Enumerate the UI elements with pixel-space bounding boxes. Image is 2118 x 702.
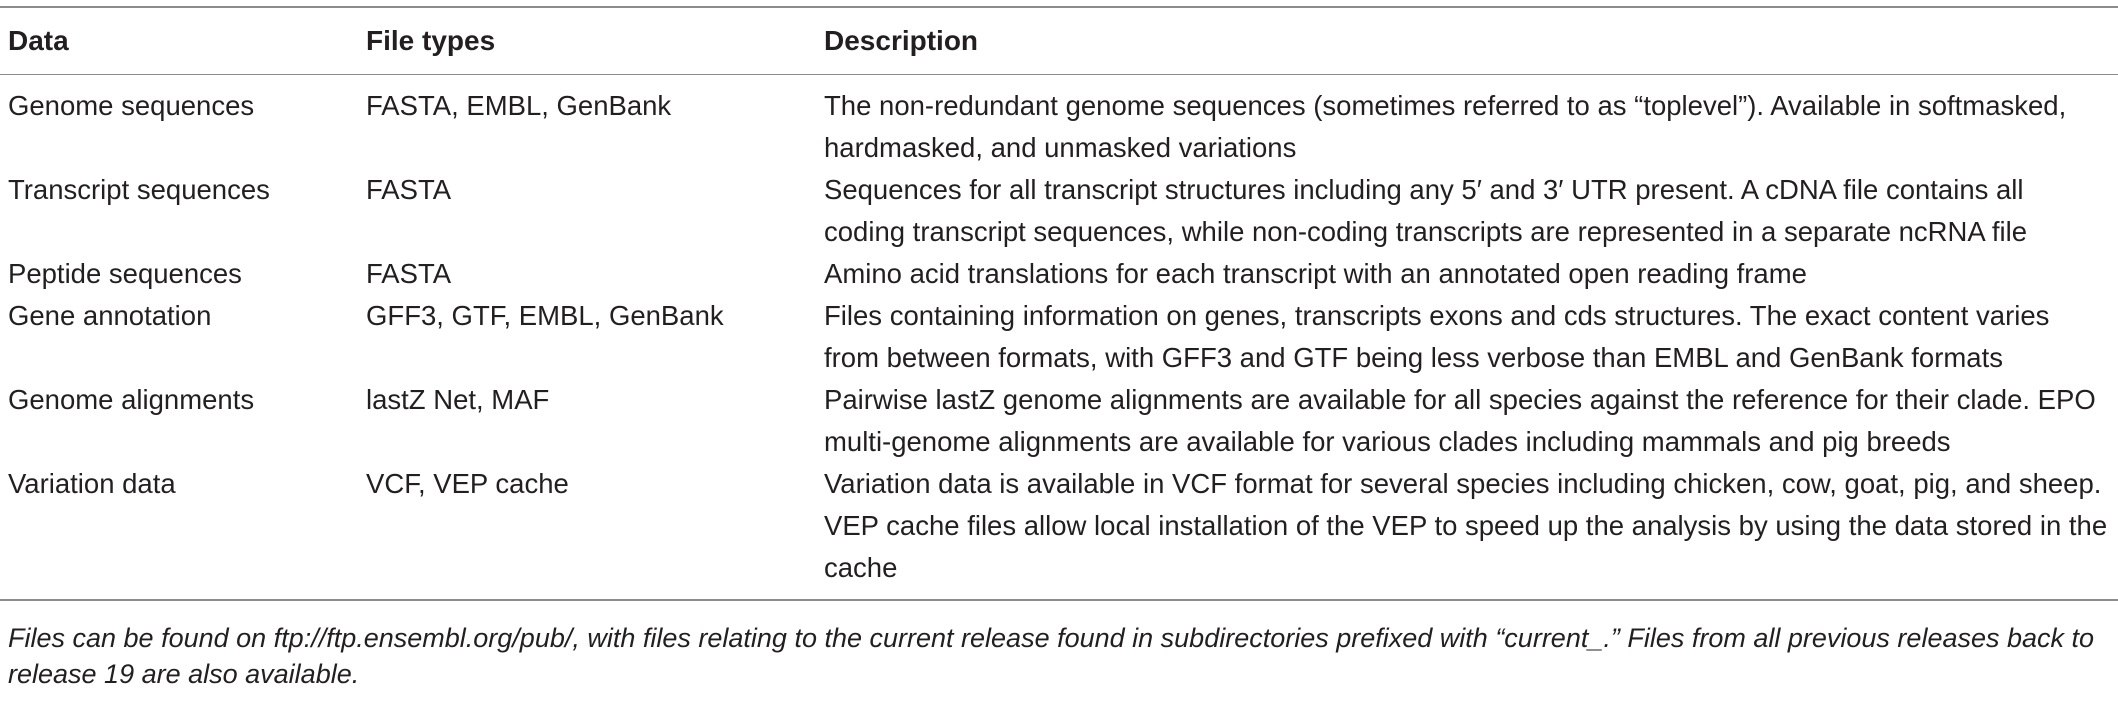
cell-file-types: GFF3, GTF, EMBL, GenBank xyxy=(366,300,724,331)
table-body: Genome sequences FASTA, EMBL, GenBank Th… xyxy=(0,75,2118,600)
cell-file-types: lastZ Net, MAF xyxy=(366,384,550,415)
cell-description: Amino acid translations for each transcr… xyxy=(824,258,1807,289)
cell-description: Pairwise lastZ genome alignments are ava… xyxy=(824,384,2096,457)
cell-data: Gene annotation xyxy=(8,300,212,331)
table-row: Transcript sequences FASTA Sequences for… xyxy=(0,169,2118,253)
cell-file-types: FASTA xyxy=(366,258,452,289)
table-row: Variation data VCF, VEP cache Variation … xyxy=(0,463,2118,600)
cell-data: Peptide sequences xyxy=(8,258,242,289)
table-row: Genome alignments lastZ Net, MAF Pairwis… xyxy=(0,379,2118,463)
cell-file-types: VCF, VEP cache xyxy=(366,468,569,499)
cell-data: Genome alignments xyxy=(8,384,255,415)
header-description: Description xyxy=(824,25,979,56)
table-row: Genome sequences FASTA, EMBL, GenBank Th… xyxy=(0,75,2118,170)
table-row: Peptide sequences FASTA Amino acid trans… xyxy=(0,253,2118,295)
cell-data: Variation data xyxy=(8,468,176,499)
cell-description: Variation data is available in VCF forma… xyxy=(824,468,2108,583)
cell-description: Sequences for all transcript structures … xyxy=(824,174,2028,247)
cell-data: Transcript sequences xyxy=(8,174,270,205)
table-header: Data File types Description xyxy=(0,7,2118,75)
cell-description: Files containing information on genes, t… xyxy=(824,300,2050,373)
cell-file-types: FASTA xyxy=(366,174,452,205)
header-data: Data xyxy=(8,25,69,56)
data-files-table: Data File types Description Genome seque… xyxy=(0,6,2118,601)
cell-data: Genome sequences xyxy=(8,90,255,121)
header-row: Data File types Description xyxy=(0,7,2118,75)
cell-file-types: FASTA, EMBL, GenBank xyxy=(366,90,672,121)
header-file-types: File types xyxy=(366,25,496,56)
table-row: Gene annotation GFF3, GTF, EMBL, GenBank… xyxy=(0,295,2118,379)
table-footnote: Files can be found on ftp://ftp.ensembl.… xyxy=(8,623,2095,689)
cell-description: The non-redundant genome sequences (some… xyxy=(824,90,2067,163)
